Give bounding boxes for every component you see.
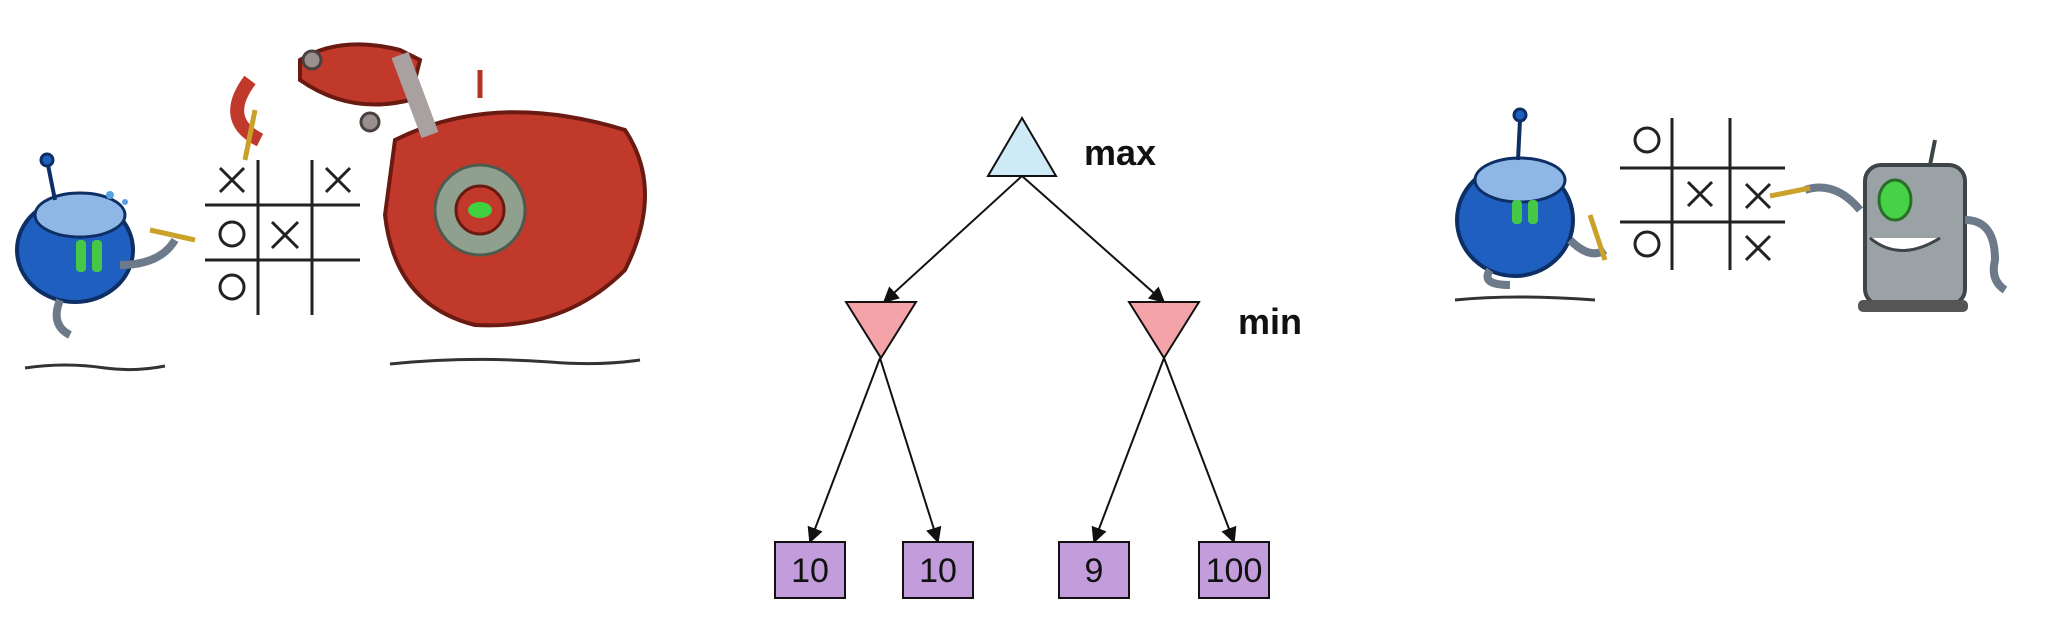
edge-right-leaf3 — [1091, 357, 1165, 544]
leaf-value-3: 9 — [1085, 552, 1104, 590]
right-tictactoe-board — [1620, 118, 1785, 270]
leaf-node-1: 10 — [774, 541, 846, 599]
edge-left-leaf1 — [807, 357, 881, 544]
max-label: max — [1084, 132, 1156, 173]
blue-robot-icon — [15, 152, 196, 339]
min-label: min — [1238, 301, 1302, 342]
red-robot-icon — [230, 42, 647, 328]
blue-robot-right-icon — [1455, 107, 1608, 289]
leaf-node-4: 100 — [1198, 541, 1270, 599]
leaf-value-1: 10 — [791, 552, 829, 590]
leaf-value-2: 10 — [919, 552, 957, 590]
leaf-node-3: 9 — [1058, 541, 1130, 599]
left-tictactoe-board — [205, 160, 360, 315]
leaf-value-4: 100 — [1206, 552, 1263, 590]
leaf-node-2: 10 — [902, 541, 974, 599]
edge-right-leaf4 — [1163, 357, 1237, 544]
right-illustration — [1454, 107, 2008, 312]
minimax-tree: max min 10 10 9 100 — [774, 116, 1302, 599]
right-board-marks — [1633, 126, 1772, 262]
edge-root-left — [882, 175, 1023, 304]
min-node-right — [1127, 301, 1201, 360]
tree-edges — [807, 175, 1237, 544]
left-illustration — [15, 42, 647, 372]
edge-left-leaf2 — [879, 357, 942, 544]
left-board-marks — [218, 166, 352, 301]
min-node-left — [844, 301, 918, 360]
max-node — [986, 116, 1058, 177]
grey-robot-icon — [1769, 139, 2008, 312]
edge-root-right — [1021, 175, 1166, 304]
